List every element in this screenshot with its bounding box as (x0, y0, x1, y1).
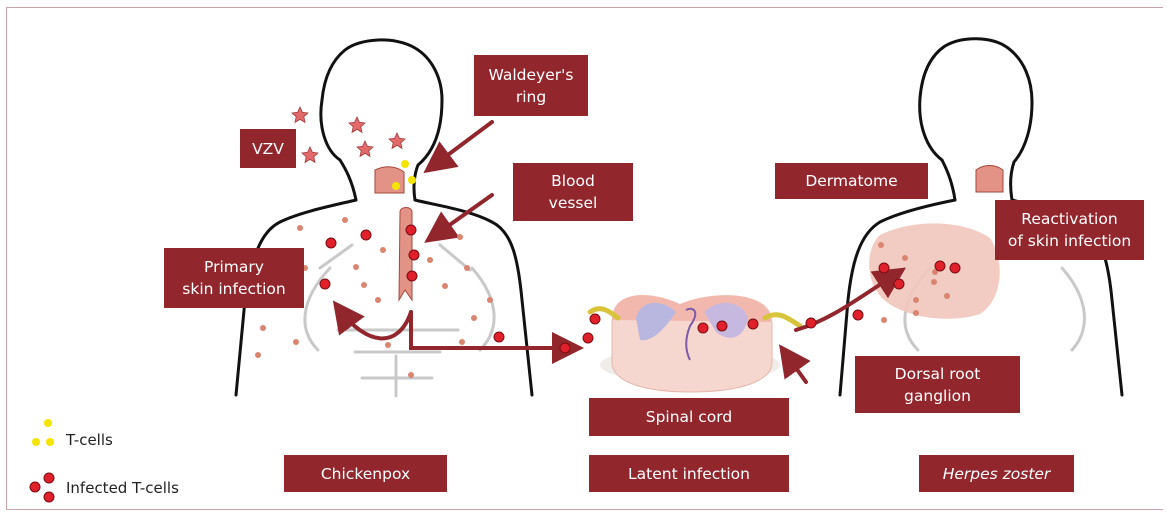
vzv-star (292, 107, 308, 122)
arrow-waldeyers-ring (433, 122, 492, 166)
vzv-star (302, 147, 318, 162)
vzv-virus-particles (292, 107, 405, 162)
arrow-blood-vessel (434, 195, 492, 236)
label-primary-skin-infection: Primary skin infection (164, 248, 304, 308)
vzv-star (389, 133, 405, 148)
spinal-cord-illustration (590, 295, 800, 392)
waldeyers-ring-structure (375, 167, 404, 193)
label-chickenpox: Chickenpox (284, 455, 447, 492)
t-cell (408, 176, 416, 184)
legend-t-cell-marker (32, 419, 54, 446)
vzv-star (357, 141, 373, 156)
label-spinal-cord: Spinal cord (589, 398, 789, 436)
label-herpes-zoster: Herpes zoster (919, 455, 1074, 492)
label-blood-vessel: Blood vessel (513, 163, 633, 221)
label-latent-infection: Latent infection (589, 455, 789, 492)
legend-infected-t-cells-label: Infected T-cells (66, 479, 179, 497)
arrow-dorsal-root-ganglion (786, 354, 806, 382)
label-dorsal-root-ganglion: Dorsal root ganglion (855, 356, 1020, 413)
t-cell (392, 182, 400, 190)
legend-infected-t-cell-marker (30, 473, 54, 502)
label-waldeyers-ring: Waldeyer's ring (474, 55, 588, 116)
t-cell (401, 160, 409, 168)
label-reactivation: Reactivation of skin infection (995, 200, 1144, 260)
right-neck-structure (976, 166, 1003, 193)
vzv-star (349, 117, 365, 132)
legend-t-cells-label: T-cells (66, 431, 113, 449)
label-dermatome: Dermatome (775, 163, 928, 199)
arrow-primary-skin-infection (340, 310, 411, 338)
label-vzv: VZV (240, 129, 296, 168)
